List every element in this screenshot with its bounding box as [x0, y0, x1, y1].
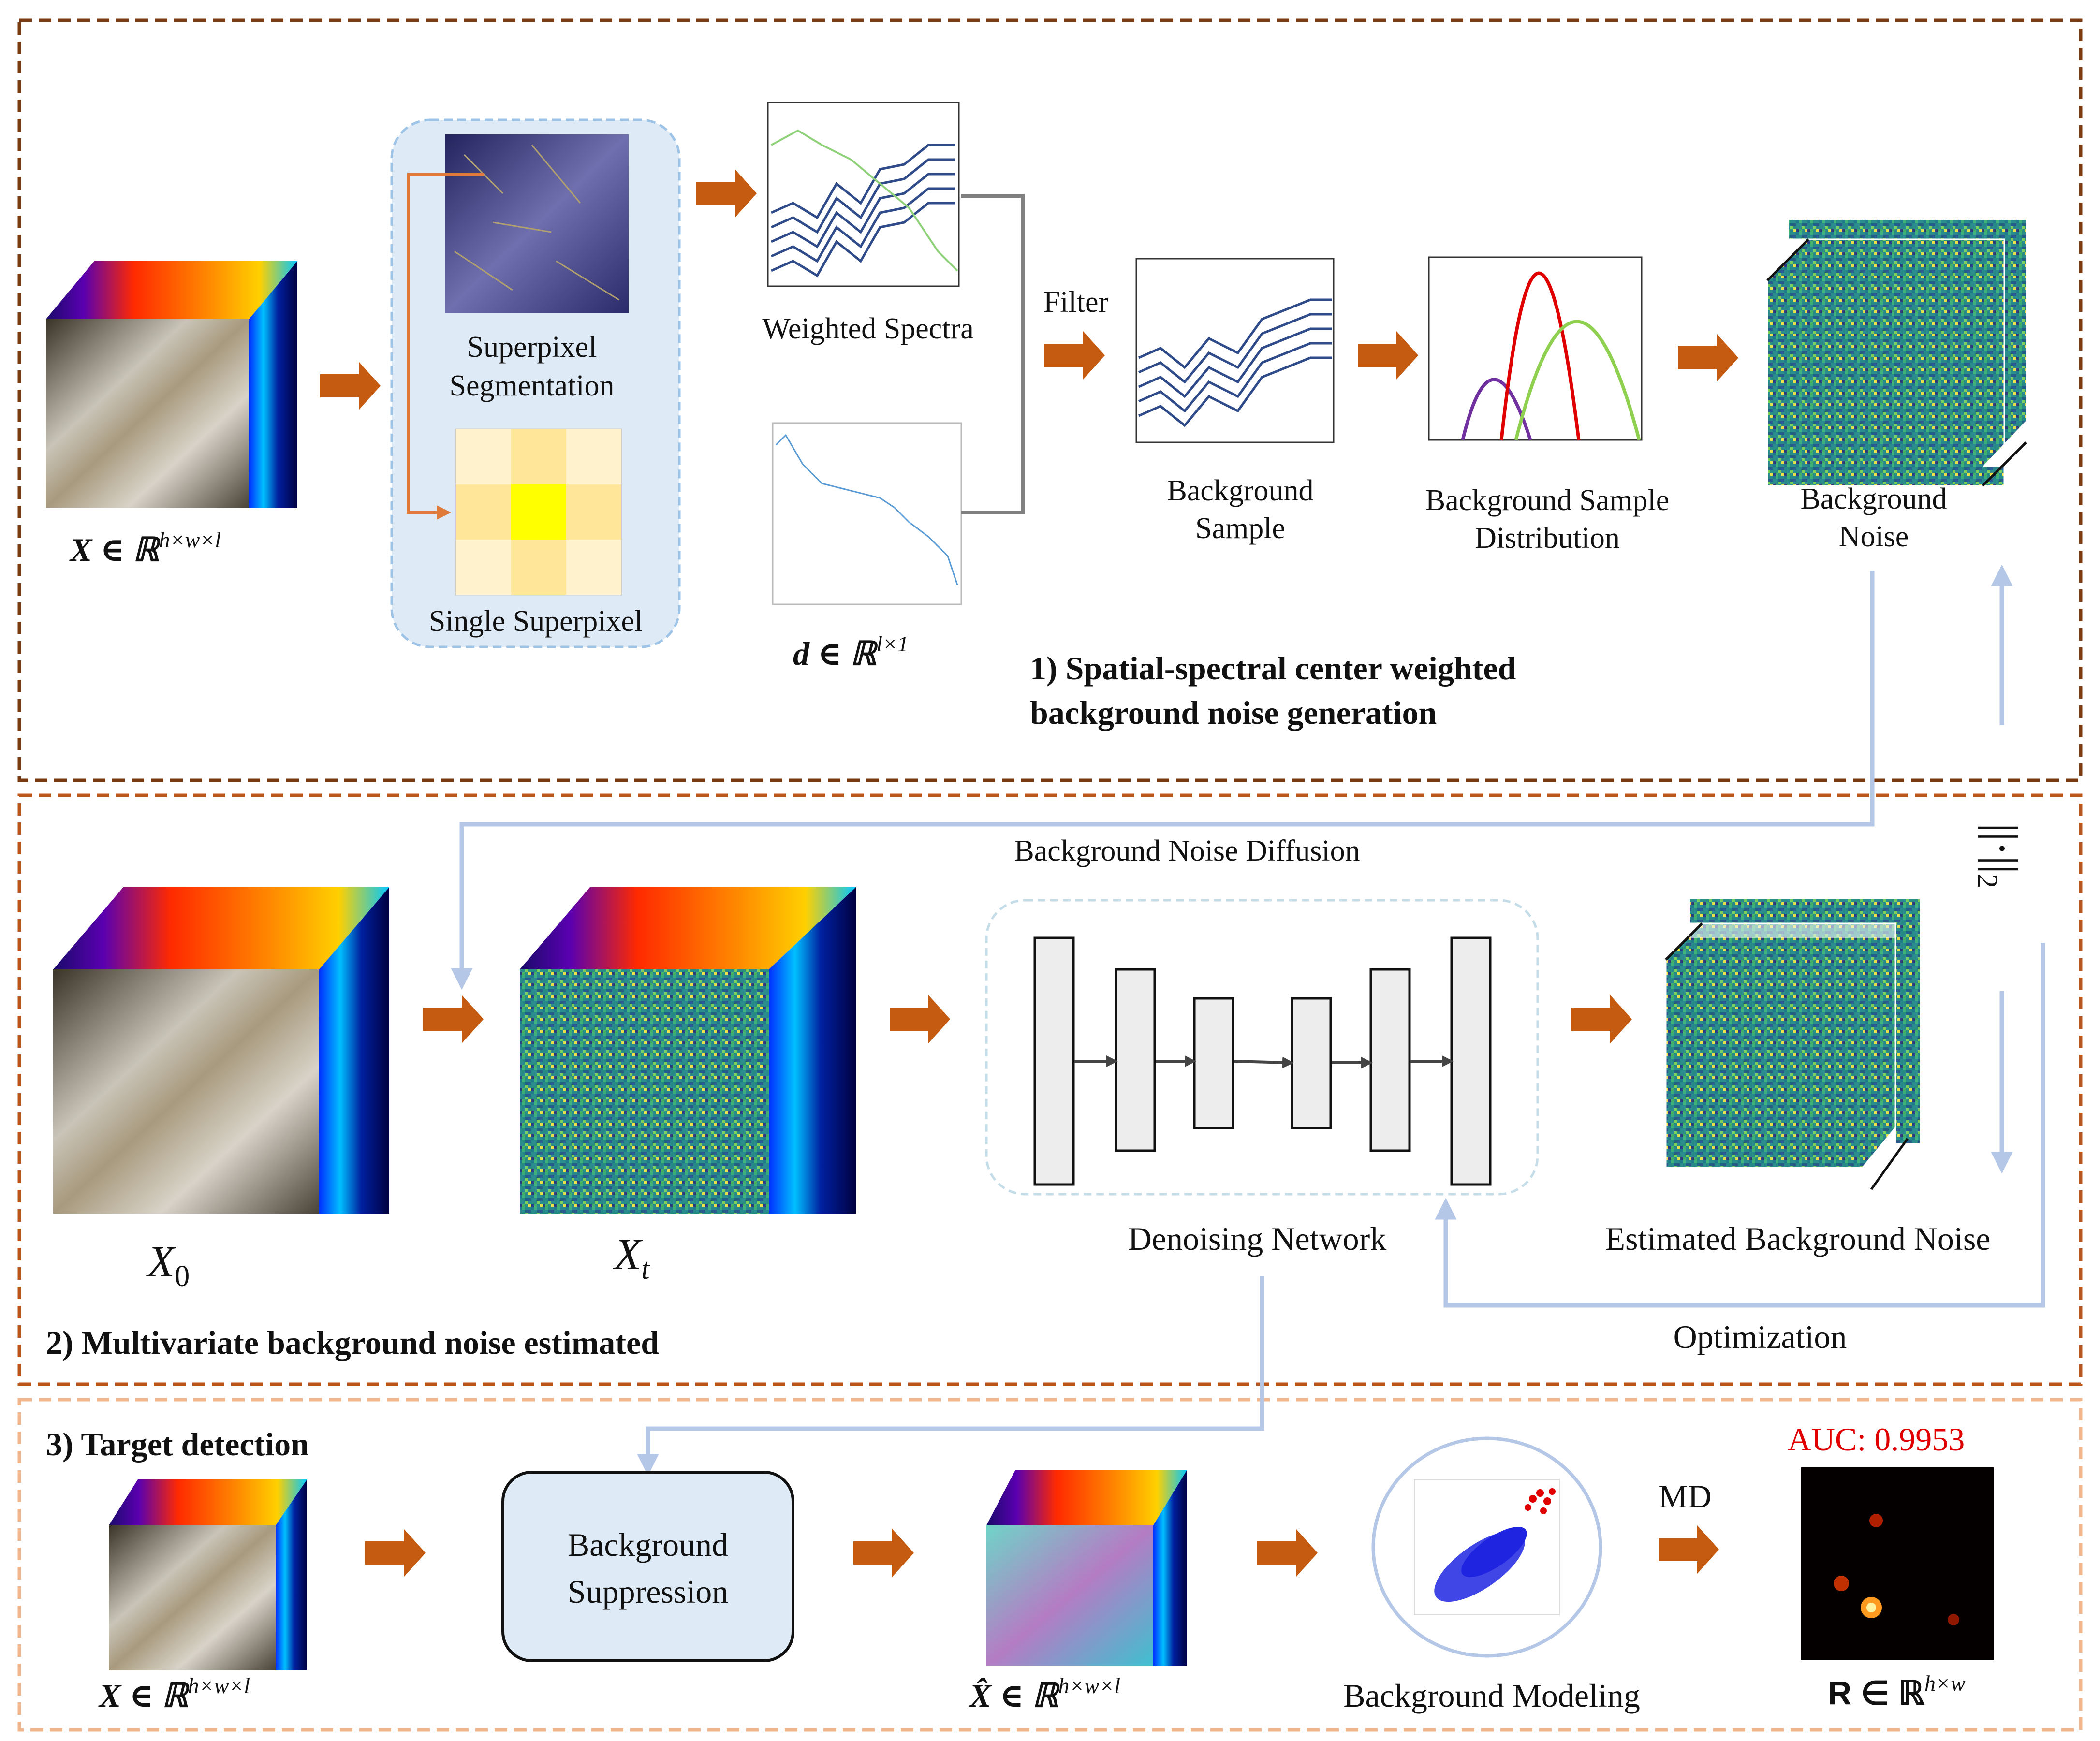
svg-text:||·||2: ||·||2 [1971, 823, 2027, 888]
weighted-spectra-green-line [771, 129, 958, 272]
hsi-cube-x0 [53, 887, 389, 1214]
arrow-to-denoiser [890, 995, 950, 1043]
arrow-to-background-noise [1678, 334, 1738, 382]
auc-label: AUC: 0.9953 [1788, 1421, 1965, 1458]
background-noise-stack [1766, 220, 2027, 487]
background-noise-label-2: Noise [1839, 520, 1909, 553]
section1-title-2: background noise generation [1030, 694, 1437, 731]
section3-border [17, 1398, 2083, 1732]
distribution-curve-green [1514, 320, 1641, 440]
segmentation-to-superpixel-connector [407, 173, 484, 520]
optimization-label: Optimization [1674, 1318, 1847, 1355]
result-label: R ∈ ℝh×w [1828, 1671, 1966, 1712]
suppression-label-1: Background [568, 1526, 728, 1563]
arrow-to-weighted-spectra [696, 169, 757, 218]
single-superpixel-grid [455, 428, 622, 596]
background-suppression-box [501, 1471, 794, 1662]
suppression-label-2: Suppression [568, 1573, 728, 1610]
estimated-noise-label: Estimated Background Noise [1605, 1220, 1991, 1257]
weighted-spectra-label: Weighted Spectra [762, 312, 973, 345]
background-modeling-label: Background Modeling [1343, 1677, 1640, 1714]
section3-title: 3) Target detection [46, 1426, 309, 1463]
arrow-to-estimated-noise [1571, 995, 1632, 1043]
weighted-spectra-lines [770, 144, 955, 278]
filter-label: Filter [1043, 286, 1109, 319]
background-sample-label-1: Background [1167, 474, 1313, 507]
d-vector-plot [772, 422, 962, 605]
section1-title-1: 1) Spatial-spectral center weighted [1030, 650, 1516, 687]
superpixel-segmentation-label-1: Superpixel [467, 331, 597, 364]
arrow-to-xt [423, 995, 484, 1043]
suppressed-cube-label: X̂ ∈ ℝh×w×l [969, 1673, 1120, 1714]
scatter-points-blue [1434, 1526, 1527, 1602]
md-label: MD [1659, 1478, 1712, 1515]
arrow-to-suppressed-cube [853, 1529, 914, 1577]
section2-title: 2) Multivariate background noise estimat… [46, 1324, 659, 1361]
denoising-network-label: Denoising Network [1128, 1220, 1386, 1257]
arrow-to-modeling [1257, 1529, 1318, 1577]
unet-blocks [1033, 936, 1492, 1186]
background-sample-lines [1138, 298, 1332, 427]
norm-label: ||·||2 [1971, 823, 2027, 888]
arrow-to-result [1659, 1525, 1719, 1574]
sample-distribution-plot [1428, 256, 1643, 441]
unet-arrows [1074, 1055, 1454, 1068]
section1-border [17, 18, 2083, 782]
distribution-label-2: Distribution [1475, 522, 1620, 555]
section2-border [17, 793, 2083, 1386]
x0-label: X0 [146, 1237, 190, 1293]
detection-input-label: X ∈ ℝh×w×l [98, 1673, 250, 1714]
hsi-cube-input [46, 261, 297, 508]
denoiser-to-suppression-connector [637, 1276, 1264, 1476]
single-superpixel-label: Single Superpixel [429, 605, 643, 638]
detection-hotspots [1834, 1514, 1959, 1625]
arrow-to-suppression [365, 1529, 426, 1577]
detection-result-map [1801, 1467, 1994, 1660]
superpixel-segmentation-image [445, 134, 629, 313]
optimization-connector [1435, 943, 2045, 1308]
superpixel-segmentation-label-2: Segmentation [450, 369, 615, 402]
hsi-cube-xt [520, 887, 856, 1214]
distribution-label-1: Background Sample [1425, 484, 1670, 517]
arrow-to-superpixel [320, 362, 381, 410]
distribution-curve-purple [1461, 378, 1532, 441]
d-label: d ∈ ℝl×1 [793, 631, 909, 672]
estimated-noise-stack [1665, 899, 1920, 1190]
scatter-points-red [1525, 1488, 1556, 1514]
noise-to-xt-connector [451, 571, 1875, 990]
distribution-curve-red [1499, 271, 1581, 440]
arrow-to-background-sample [1044, 331, 1105, 380]
spectra-merge-connector [961, 194, 1025, 514]
arrow-to-distribution [1358, 331, 1418, 380]
xt-label: Xt [612, 1229, 650, 1286]
background-noise-label-1: Background [1800, 483, 1947, 515]
scatter-frame [1414, 1479, 1560, 1615]
hsi-cube-detection-input [109, 1479, 307, 1670]
diffusion-label: Background Noise Diffusion [1014, 834, 1360, 867]
d-vector-line [775, 434, 958, 585]
hsi-cube-suppressed [986, 1470, 1187, 1666]
input-label: X ∈ ℝh×w×l [69, 527, 221, 568]
background-sample-label-2: Sample [1195, 512, 1285, 545]
